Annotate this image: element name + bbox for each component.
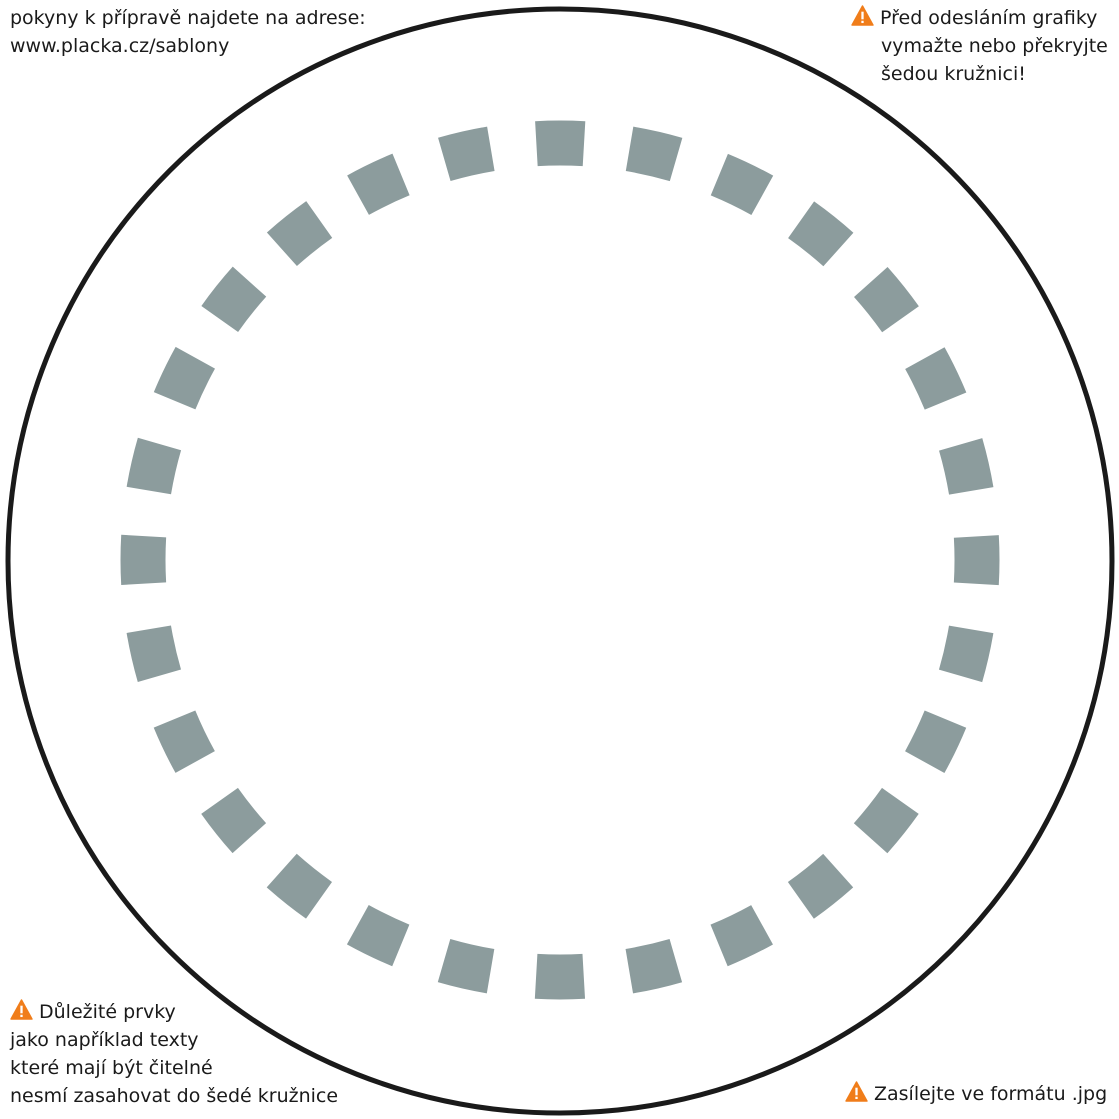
note-line: Zasílejte ve formátu .jpg <box>874 1083 1108 1105</box>
note-line: pokyny k přípravě najdete na adrese: <box>10 7 366 29</box>
outer-cut-circle <box>5 6 1115 1116</box>
warning-triangle-icon <box>851 5 874 26</box>
warning-file-format-note: Zasílejte ve formátu .jpg <box>845 1080 1107 1108</box>
warning-triangle-icon <box>10 999 33 1020</box>
instructions-note: pokyny k přípravě najdete na adrese: www… <box>10 4 366 60</box>
note-line: které mají být čitelné <box>10 1057 213 1079</box>
note-line: vymažte nebo překryjte <box>881 35 1108 57</box>
note-line-url: www.placka.cz/sablony <box>10 35 230 57</box>
note-line: nesmí zasahovat do šedé kružnice <box>10 1085 339 1107</box>
note-line: Důležité prvky <box>39 1001 176 1023</box>
warning-triangle-icon <box>845 1081 868 1102</box>
warning-important-elements-note: Důležité prvky jako například texty kter… <box>10 998 338 1110</box>
note-line: jako například texty <box>10 1029 199 1051</box>
warning-remove-circle-note: Před odesláním grafiky vymažte nebo přek… <box>851 4 1108 88</box>
safe-zone-dashed-circle <box>120 120 1000 1000</box>
note-line: Před odesláním grafiky <box>880 7 1098 29</box>
dashed-circle-segments <box>120 120 1000 1000</box>
note-line: šedou kružnici! <box>881 63 1026 85</box>
